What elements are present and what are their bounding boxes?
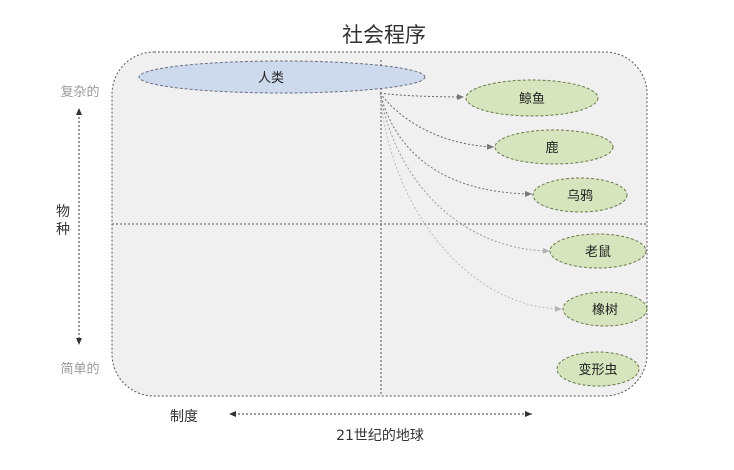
target-node-rat[interactable]: 老鼠 (549, 233, 647, 269)
target-node-shape (556, 351, 640, 387)
y-axis-bottom-label: 简单的 (60, 361, 99, 377)
target-node-deer[interactable]: 鹿 (494, 129, 614, 165)
connector-oak (379, 92, 563, 312)
target-node-label: 鹿 (545, 140, 558, 156)
source-node-shape (138, 60, 426, 94)
target-node-label: 橡树 (592, 303, 618, 318)
target-node-label: 变形虫 (578, 362, 617, 378)
target-node-crow[interactable]: 乌鸦 (532, 177, 628, 213)
x-axis-bottom-label: 21世纪的地球 (336, 428, 424, 444)
connector-crow (379, 92, 533, 197)
source-node-label: 人类 (258, 71, 284, 86)
y-axis-label-line2: 种 (56, 222, 70, 238)
target-node-shape (532, 177, 628, 213)
connector-rat (379, 92, 551, 254)
target-node-shape (562, 291, 648, 327)
target-node-label: 老鼠 (585, 245, 611, 260)
target-node-amoeba[interactable]: 变形虫 (556, 351, 640, 387)
source-node-human[interactable]: 人类 (138, 60, 426, 94)
x-axis-left-label: 制度 (170, 409, 198, 425)
diagram-title: 社会程序 (342, 23, 426, 47)
y-axis-label-line1: 物 (56, 204, 70, 220)
target-node-shape (465, 79, 599, 117)
target-node-shape (494, 129, 614, 165)
target-node-label: 鲸鱼 (519, 91, 545, 107)
target-node-shape (549, 233, 647, 269)
connector-whale (379, 92, 465, 100)
connector-deer (379, 92, 495, 150)
target-node-label: 乌鸦 (567, 188, 593, 204)
target-node-whale[interactable]: 鲸鱼 (465, 79, 599, 117)
target-node-oak[interactable]: 橡树 (562, 291, 648, 327)
y-axis-top-label: 复杂的 (60, 84, 99, 100)
